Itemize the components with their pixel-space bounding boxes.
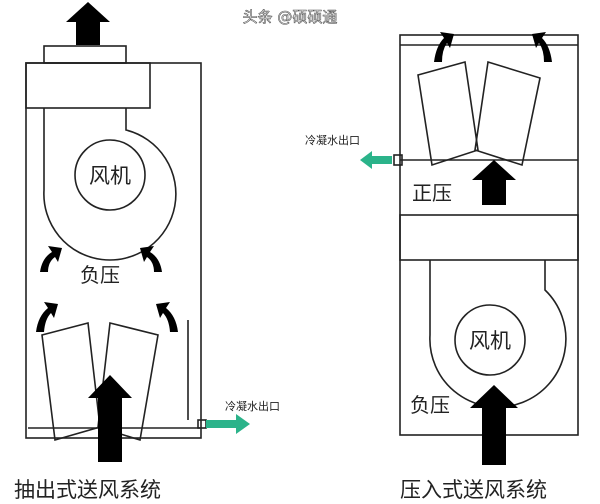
left-drain-outlet (197, 419, 207, 429)
left-curve-arrow-2 (140, 246, 162, 272)
left-fan-label: 风机 (89, 164, 131, 188)
left-condensate-label: 冷凝水出口 (225, 399, 280, 413)
left-fan-circle (74, 139, 146, 211)
left-curve-arrow-4 (156, 302, 178, 332)
right-condensate-arrow (360, 151, 392, 169)
right-curve-arrow-2 (532, 32, 552, 62)
left-caption: 抽出式送风系统 (14, 478, 161, 502)
watermark: 头条 @硕硕通 (243, 8, 338, 26)
right-discharge-duct (399, 214, 579, 261)
left-intake-arrow (88, 375, 132, 462)
right-fan-volute (429, 260, 567, 408)
right-positive-pressure-label: 正压 (412, 181, 452, 205)
right-coil-1 (417, 60, 479, 167)
left-exhaust-arrow (66, 2, 110, 45)
left-curve-arrow-3 (36, 302, 58, 332)
left-outlet-collar (43, 45, 127, 64)
airflow-arrows (36, 2, 552, 465)
right-caption: 压入式送风系统 (400, 478, 547, 502)
left-condensate-arrow (206, 414, 250, 434)
right-coil-2 (474, 60, 541, 167)
right-curve-arrow-1 (434, 32, 454, 62)
left-discharge-duct (25, 62, 151, 109)
left-coil-1 (41, 321, 101, 442)
left-negative-pressure-label: 负压 (80, 263, 120, 287)
right-fan-label: 风机 (469, 329, 511, 353)
left-curve-arrow-1 (40, 246, 62, 272)
right-drain-outlet (393, 154, 403, 166)
right-condensate-label: 冷凝水出口 (305, 133, 360, 147)
right-negative-pressure-label: 负压 (410, 393, 450, 417)
right-intake-arrow (470, 385, 518, 465)
right-inner-arrow (472, 160, 516, 205)
right-fan-circle (454, 304, 526, 376)
